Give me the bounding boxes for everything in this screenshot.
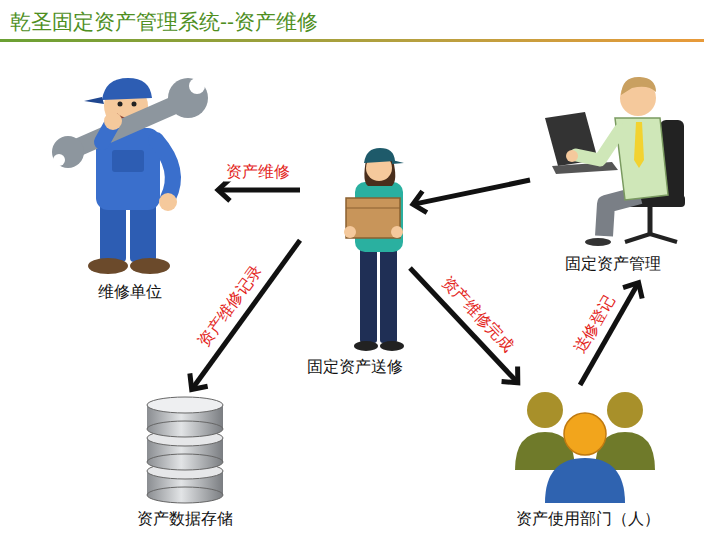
flow-arrow bbox=[192, 240, 300, 389]
node-label: 资产数据存储 bbox=[137, 509, 233, 529]
figure-node: 固定资产管理 bbox=[530, 65, 695, 280]
repairman-figure bbox=[52, 78, 208, 274]
figure-node: 资产数据存储 bbox=[130, 392, 240, 535]
database-symbol bbox=[147, 397, 223, 503]
node-label: 维修单位 bbox=[98, 282, 162, 302]
node-label: 资产使用部门（人） bbox=[516, 509, 660, 529]
node-label: 固定资产送修 bbox=[307, 357, 403, 377]
page-title: 乾圣固定资产管理系统--资产维修 bbox=[10, 8, 318, 36]
figure-node: 固定资产送修 bbox=[300, 145, 410, 383]
courier-figure bbox=[344, 148, 404, 351]
edge-label: 资产维修完成 bbox=[437, 271, 519, 357]
flow-arrow bbox=[218, 187, 300, 192]
edge-label: 送修登记 bbox=[569, 289, 619, 358]
figure-node: 维修单位 bbox=[45, 70, 215, 308]
node-label: 固定资产管理 bbox=[565, 254, 661, 274]
figure-node: 资产使用部门（人） bbox=[505, 385, 670, 535]
title-rule bbox=[0, 39, 704, 42]
users-icon bbox=[515, 392, 655, 503]
flow-arrow bbox=[413, 180, 530, 204]
office-worker-figure bbox=[545, 77, 685, 246]
edge-label: 资产维修 bbox=[223, 162, 291, 181]
